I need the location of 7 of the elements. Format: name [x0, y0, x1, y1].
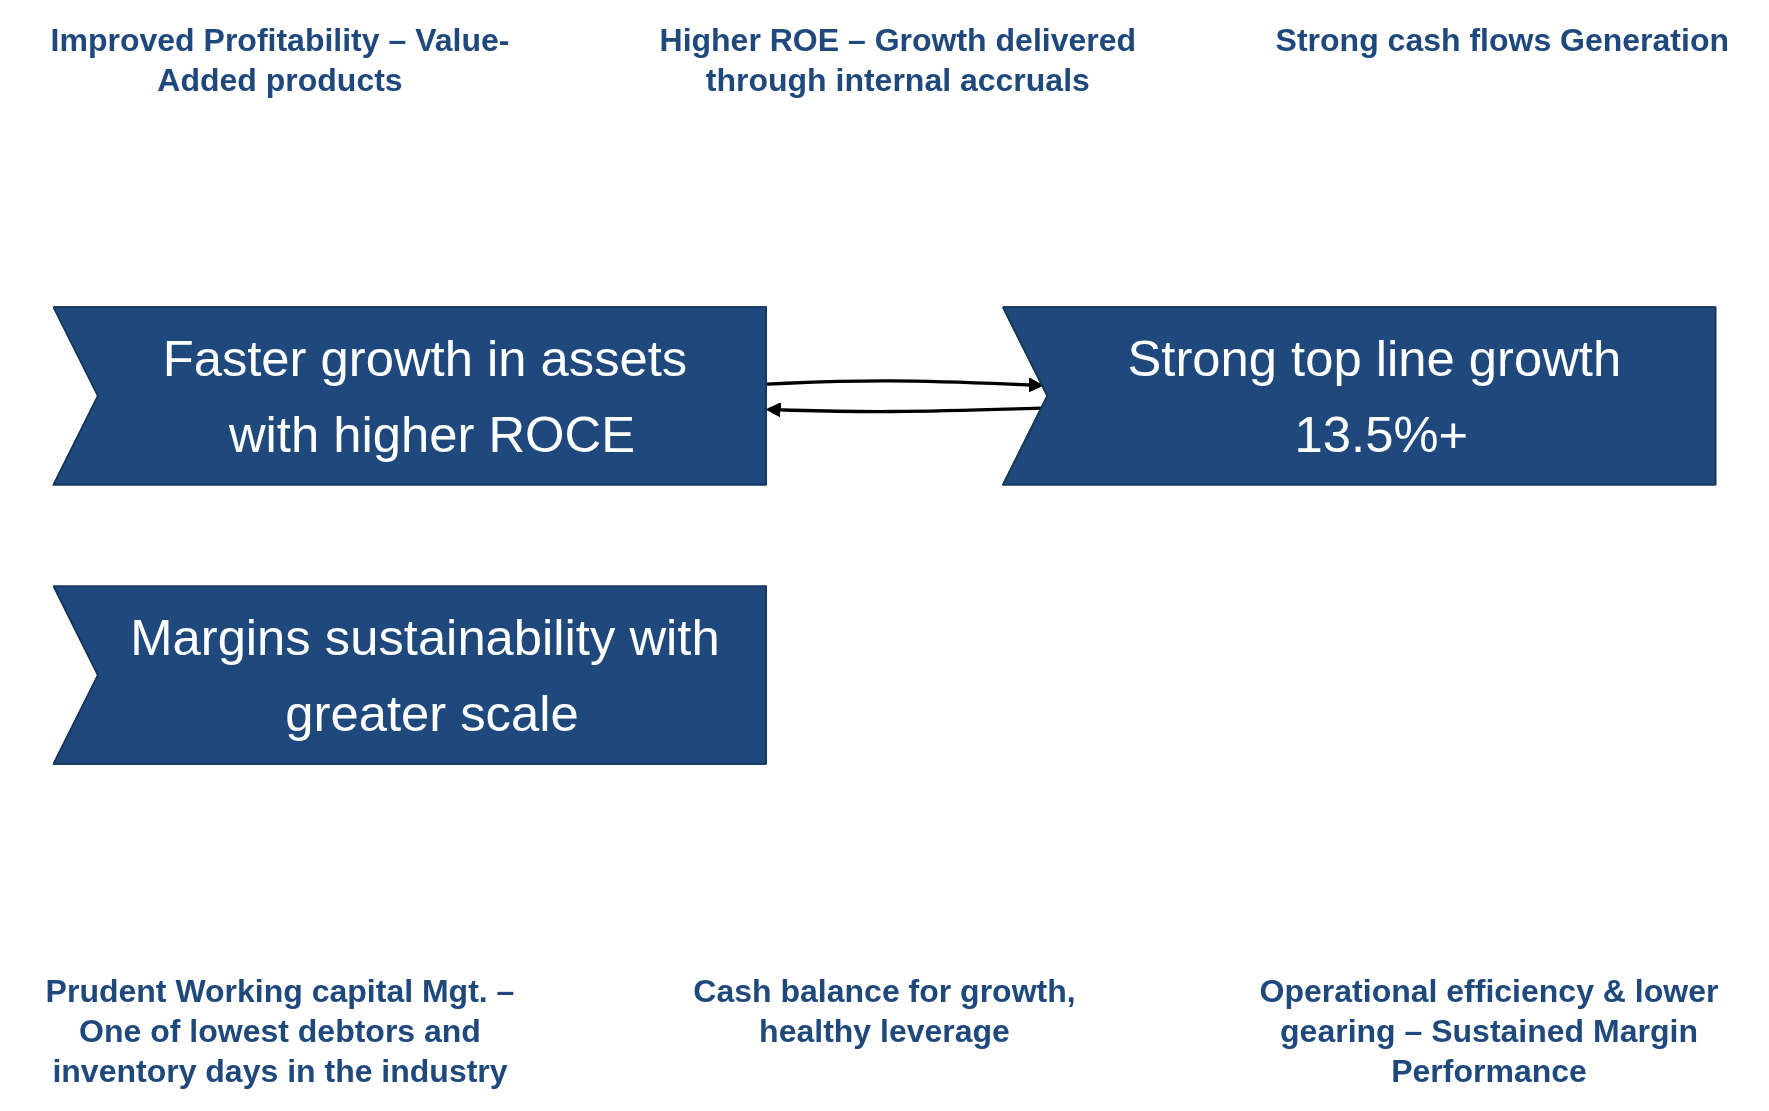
- callout-text: Cash balance for growth, healthy leverage: [692, 972, 1077, 1051]
- arrow: [766, 377, 1044, 393]
- callout-text: Improved Profitability – Value-Added products: [49, 21, 511, 100]
- callout-text: Higher ROE – Growth delivered through internal accruals: [658, 21, 1138, 100]
- callout-text: Operational efficiency & lower gearing – Sustained Margin Performance: [1258, 972, 1720, 1091]
- callout-text: Strong cash flows Generation: [1275, 21, 1729, 60]
- callout-text: Prudent Working capital Mgt. – One of lowest debtors and inventory days in the industry: [44, 972, 516, 1091]
